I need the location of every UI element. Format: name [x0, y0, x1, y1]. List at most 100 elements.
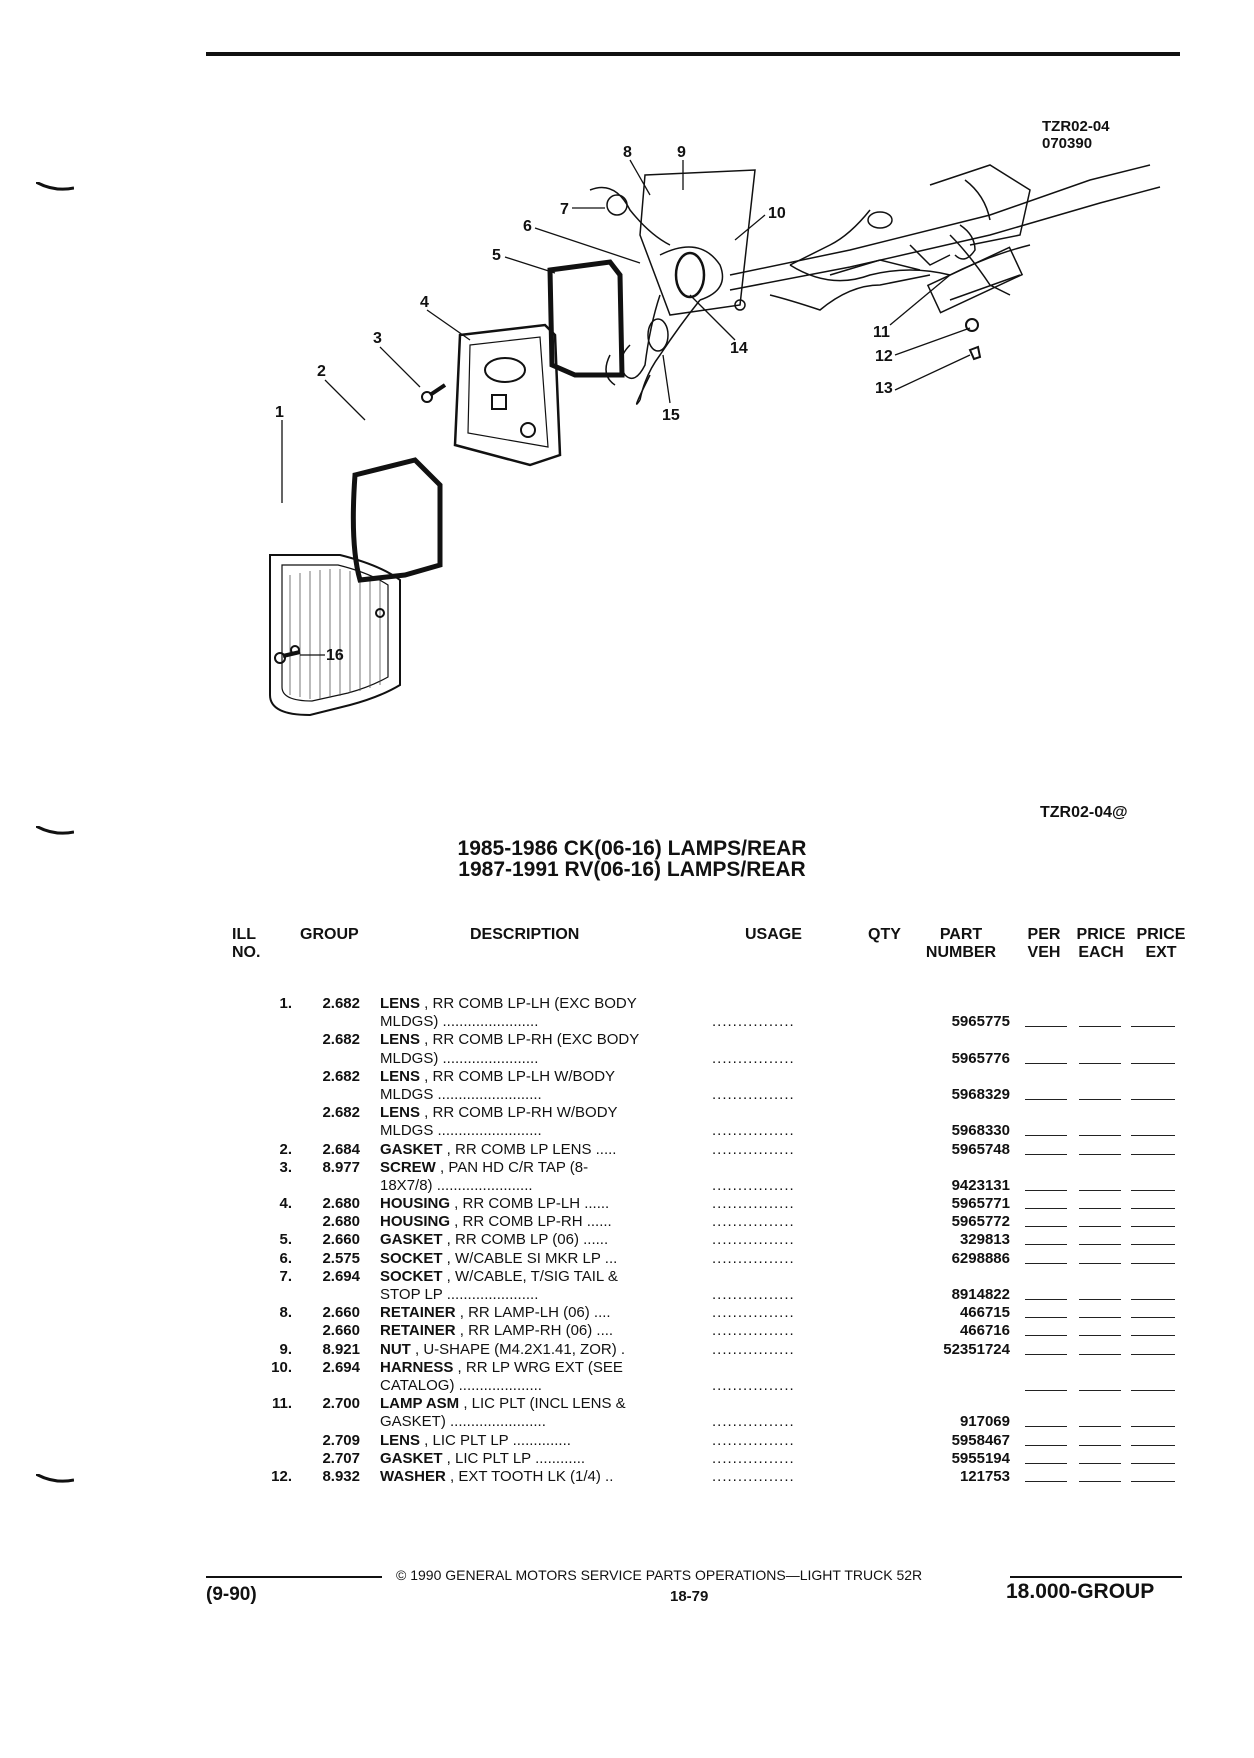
scan-mark	[36, 182, 74, 191]
blank-line	[1079, 1026, 1121, 1028]
part-detail: , RR COMB LP LENS .....	[442, 1140, 617, 1158]
group-code: 8.932	[322, 1467, 360, 1485]
part-name: LENS	[380, 1067, 421, 1085]
blank-line	[1131, 1426, 1175, 1428]
blank-line	[1131, 1444, 1175, 1446]
callout-label: 4	[420, 294, 429, 311]
usage: ................	[712, 1013, 795, 1031]
usage: ................	[712, 1213, 795, 1231]
group-code: 2.709	[322, 1431, 360, 1449]
usage: ................	[712, 1122, 795, 1140]
blank-line	[1079, 1480, 1121, 1482]
callout-label: 11	[873, 324, 890, 341]
usage: ................	[712, 1322, 795, 1340]
table-row: MLDGS ..................................…	[0, 1122, 1254, 1140]
table-row: 2.660 RETAINER , RR LAMP-RH (06) ........…	[0, 1322, 1254, 1340]
col-header-description: DESCRIPTION	[470, 926, 580, 943]
ill-no: 10.	[271, 1358, 292, 1376]
blank-line	[1079, 1317, 1121, 1319]
part-number: 917069	[959, 1413, 1010, 1431]
ill-no: 3.	[279, 1158, 292, 1176]
housing-part	[453, 323, 562, 467]
blank-line	[1025, 1353, 1067, 1355]
part-number: 466715	[959, 1304, 1010, 1322]
part-number: 8914822	[951, 1286, 1010, 1303]
footer-rule	[1010, 1576, 1182, 1578]
part-name: HOUSING	[380, 1213, 451, 1231]
footer-page-number: 18-79	[670, 1588, 709, 1605]
description: RETAINER , RR LAMP-LH (06) ....	[380, 1304, 685, 1322]
blank-line	[1079, 1244, 1121, 1246]
blank-line	[1131, 1062, 1175, 1064]
description: GASKET , RR COMB LP (06) ......	[380, 1231, 685, 1249]
part-detail: , RR LP WRG EXT (SEE	[453, 1358, 623, 1376]
blank-line	[1025, 1389, 1067, 1391]
ill-no: 6.	[279, 1249, 292, 1267]
description: 18X7/8) .......................	[380, 1177, 685, 1195]
blank-line	[1025, 1262, 1067, 1264]
blank-line	[1131, 1353, 1175, 1355]
description: STOP LP ......................	[380, 1286, 685, 1304]
usage: ................	[712, 1340, 795, 1358]
callout-label: 12	[875, 348, 893, 365]
description: MLDGS) .......................	[380, 1013, 685, 1031]
blank-line	[1131, 1262, 1175, 1264]
part-detail: MLDGS) .......................	[380, 1013, 539, 1031]
description: SOCKET , W/CABLE SI MKR LP ...	[380, 1250, 685, 1268]
blank-line	[1079, 1208, 1121, 1210]
part-detail: , RR LAMP-RH (06) ....	[455, 1322, 614, 1340]
description: RETAINER , RR LAMP-RH (06) ....	[380, 1322, 685, 1340]
blank-line	[1131, 1299, 1175, 1300]
blank-line	[1025, 1026, 1067, 1028]
part-detail: , RR LAMP-LH (06) ....	[455, 1304, 611, 1322]
part-name: SCREW	[380, 1158, 436, 1176]
blank-line	[1025, 1098, 1067, 1100]
part-detail: 18X7/8) .......................	[380, 1176, 533, 1194]
usage: ................	[712, 1195, 795, 1213]
group-code: 2.682	[322, 1031, 360, 1049]
col-header-price-ext: PRICE EXT	[1136, 926, 1186, 961]
exploded-parts-diagram: 1 2 3 4 5 6 7 8 9 10 11 12 13 14 15 16	[269, 144, 1161, 717]
blank-line	[1079, 1299, 1121, 1300]
group-code: 2.660	[322, 1322, 360, 1340]
part-name: GASKET	[380, 1449, 443, 1467]
part-number: 9423131	[951, 1176, 1010, 1194]
socket-harness-assembly	[589, 164, 1161, 405]
part-name: WASHER	[380, 1467, 446, 1485]
description: HOUSING , RR COMB LP-RH ......	[380, 1213, 685, 1231]
col-header-price-each: PRICE EACH	[1076, 926, 1126, 961]
description: LENS , LIC PLT LP ..............	[380, 1432, 685, 1450]
usage: ................	[712, 1249, 795, 1267]
part-detail: , RR COMB LP-LH W/BODY	[420, 1067, 616, 1085]
blank-line	[1025, 1244, 1067, 1246]
usage: ................	[712, 1176, 795, 1194]
blank-line	[1131, 1208, 1175, 1210]
description: SOCKET , W/CABLE, T/SIG TAIL &	[380, 1268, 685, 1286]
usage: ................	[712, 1231, 795, 1249]
nut-part	[968, 345, 982, 361]
blank-line	[1131, 1098, 1175, 1100]
table-row: 18X7/8) ................................…	[0, 1177, 1254, 1195]
description: LENS , RR COMB LP-RH (EXC BODY	[380, 1031, 685, 1049]
description: GASKET , LIC PLT LP ............	[380, 1450, 685, 1468]
part-detail: , LIC PLT LP ............	[442, 1449, 586, 1467]
callout-label: 7	[560, 201, 569, 218]
usage: ................	[712, 1085, 795, 1103]
gasket-part	[350, 457, 443, 583]
usage: ................	[712, 1049, 795, 1067]
part-detail: STOP LP ......................	[380, 1286, 539, 1303]
usage: ................	[712, 1286, 795, 1303]
description: GASKET) .......................	[380, 1413, 685, 1431]
usage: ................	[712, 1431, 795, 1449]
part-detail: , LIC PLT (INCL LENS &	[459, 1395, 626, 1413]
group-code: 2.700	[322, 1395, 360, 1413]
part-name: SOCKET	[380, 1267, 443, 1285]
group-code: 2.682	[322, 995, 360, 1012]
blank-line	[1079, 1062, 1121, 1064]
table-row: MLDGS ..................................…	[0, 1086, 1254, 1104]
blank-line	[1025, 1462, 1067, 1464]
